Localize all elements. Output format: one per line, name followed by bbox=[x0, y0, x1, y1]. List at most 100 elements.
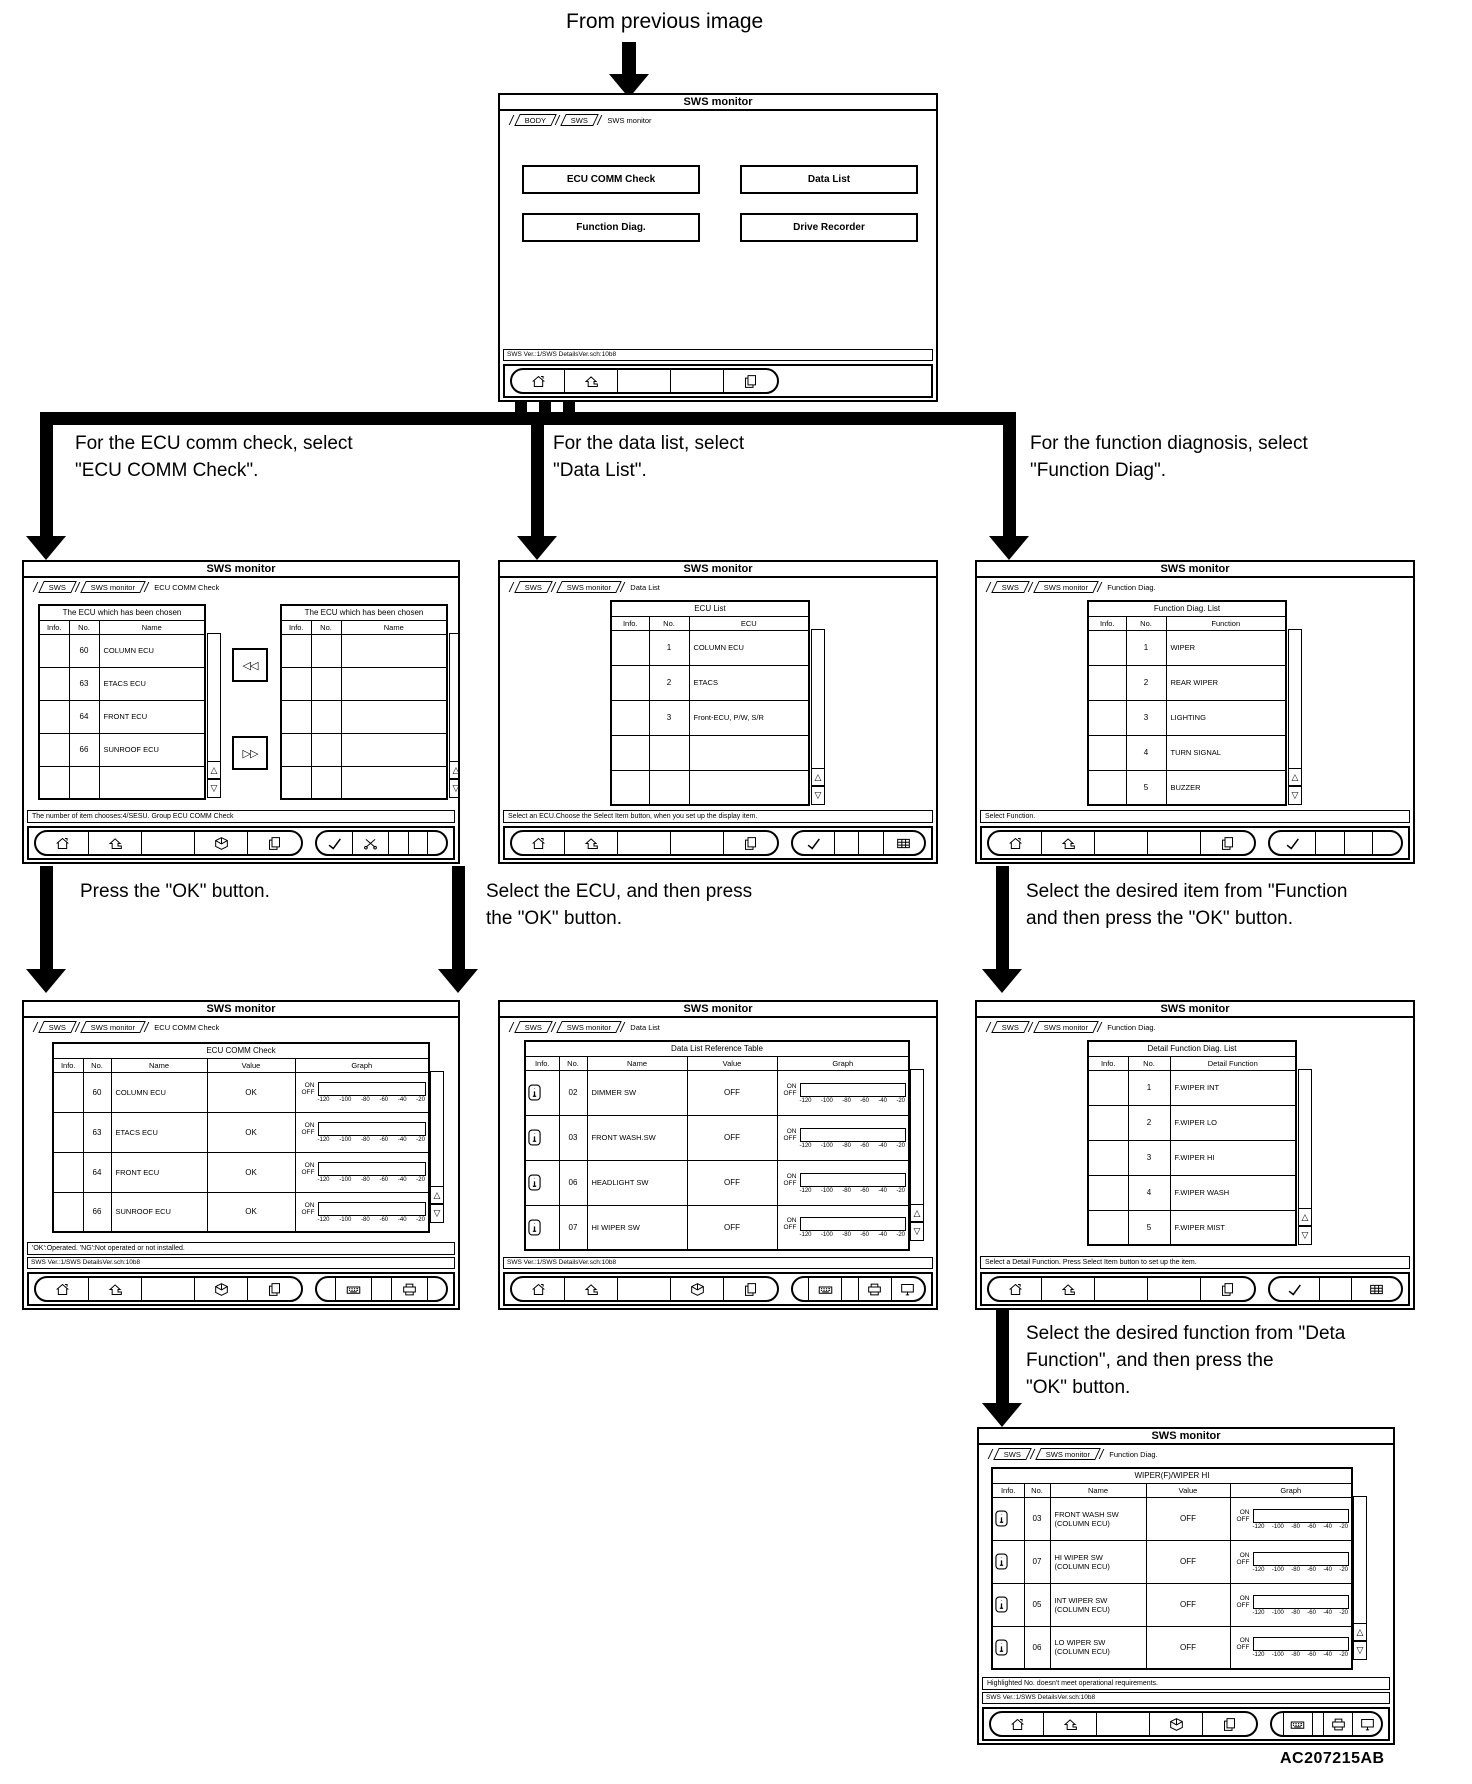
tab-sws[interactable]: SWS bbox=[991, 1021, 1030, 1033]
monitor-button[interactable] bbox=[892, 1278, 924, 1300]
info-button[interactable] bbox=[528, 1174, 557, 1191]
tab-sws[interactable]: SWS bbox=[514, 1021, 553, 1033]
send-button[interactable] bbox=[195, 1278, 248, 1300]
tab-sws-monitor[interactable]: SWS monitor bbox=[556, 1021, 623, 1033]
pages-button[interactable] bbox=[248, 832, 301, 854]
scroll-down-button[interactable]: ▽ bbox=[208, 779, 220, 797]
info-button[interactable] bbox=[528, 1084, 557, 1101]
scroll-down-button[interactable]: ▽ bbox=[450, 779, 458, 797]
scroll-up-button[interactable]: △ bbox=[208, 761, 220, 779]
menu-button-drive-recorder[interactable]: Drive Recorder bbox=[740, 213, 918, 242]
return-button[interactable] bbox=[1044, 1713, 1097, 1735]
pages-button[interactable] bbox=[1201, 832, 1254, 854]
info-button[interactable] bbox=[528, 1219, 557, 1236]
pages-button[interactable] bbox=[248, 1278, 301, 1300]
tab-sws-monitor[interactable]: SWS monitor bbox=[80, 581, 147, 593]
home-button[interactable] bbox=[512, 832, 565, 854]
home-button[interactable] bbox=[991, 1713, 1044, 1735]
send-button[interactable] bbox=[671, 1278, 724, 1300]
tab-sws-monitor[interactable]: SWS monitor bbox=[80, 1021, 147, 1033]
return-button[interactable] bbox=[1042, 832, 1095, 854]
item-table-button[interactable] bbox=[1352, 1278, 1401, 1300]
return-button[interactable] bbox=[1042, 1278, 1095, 1300]
tab-sws[interactable]: SWS bbox=[991, 581, 1030, 593]
ok-button[interactable] bbox=[793, 832, 835, 854]
transfer-right-button[interactable]: ▷▷ bbox=[232, 736, 268, 770]
info-button[interactable] bbox=[528, 1129, 557, 1146]
keyboard-button[interactable] bbox=[1284, 1713, 1313, 1735]
pages-button[interactable] bbox=[724, 832, 777, 854]
tab-sws[interactable]: SWS bbox=[38, 1021, 77, 1033]
info-button[interactable] bbox=[995, 1639, 1022, 1656]
home-button[interactable] bbox=[36, 1278, 89, 1300]
scroll-up-button[interactable]: △ bbox=[431, 1186, 443, 1204]
scroll-down-button[interactable]: ▽ bbox=[431, 1204, 443, 1222]
info-button[interactable] bbox=[995, 1510, 1022, 1527]
scroll-up-button[interactable]: △ bbox=[1354, 1623, 1366, 1641]
pages-button[interactable] bbox=[724, 1278, 777, 1300]
tab-sws[interactable]: SWS bbox=[514, 581, 553, 593]
info-button[interactable] bbox=[995, 1596, 1022, 1613]
return-button[interactable] bbox=[565, 1278, 618, 1300]
home-button[interactable] bbox=[512, 1278, 565, 1300]
send-button[interactable] bbox=[1150, 1713, 1203, 1735]
scroll-up-button[interactable]: △ bbox=[1299, 1208, 1311, 1226]
tab-sws-monitor[interactable]: SWS monitor bbox=[1033, 1021, 1100, 1033]
send-button[interactable] bbox=[195, 832, 248, 854]
return-button[interactable] bbox=[565, 370, 618, 392]
ok-button[interactable] bbox=[317, 832, 354, 854]
monitor-button[interactable] bbox=[1353, 1713, 1381, 1735]
printer-button[interactable] bbox=[1324, 1713, 1354, 1735]
scroll-up-button[interactable]: △ bbox=[1289, 768, 1301, 786]
scroll-down-button[interactable]: ▽ bbox=[911, 1222, 923, 1240]
tab-sws[interactable]: SWS bbox=[993, 1448, 1032, 1460]
printer-button[interactable] bbox=[859, 1278, 892, 1300]
transfer-left-button[interactable]: ◁◁ bbox=[232, 648, 268, 682]
scroll-up-button[interactable]: △ bbox=[911, 1204, 923, 1222]
ok-button[interactable] bbox=[1270, 832, 1316, 854]
tab-sws[interactable]: SWS bbox=[560, 114, 600, 126]
home-button[interactable] bbox=[989, 1278, 1042, 1300]
tab-body[interactable]: BODY bbox=[514, 114, 558, 126]
info-button[interactable] bbox=[995, 1553, 1022, 1570]
printer-button[interactable] bbox=[392, 1278, 428, 1300]
menu-button-function-diag[interactable]: Function Diag. bbox=[522, 213, 700, 242]
pages-button[interactable] bbox=[724, 370, 777, 392]
keyboard-button[interactable] bbox=[336, 1278, 373, 1300]
cancel-button[interactable] bbox=[353, 832, 390, 854]
tab-sws-monitor[interactable]: SWS monitor bbox=[1033, 581, 1100, 593]
return-button[interactable] bbox=[89, 1278, 142, 1300]
tab-sws-monitor[interactable]: SWS monitor bbox=[1035, 1448, 1102, 1460]
menu-button-ecu-comm-check[interactable]: ECU COMM Check bbox=[522, 165, 700, 194]
scroll-down-button[interactable]: ▽ bbox=[1299, 1226, 1311, 1244]
scroll-up-button[interactable]: △ bbox=[812, 768, 824, 786]
scroll-up-button[interactable]: △ bbox=[450, 761, 458, 779]
home-button[interactable] bbox=[512, 370, 565, 392]
tab-sws-monitor[interactable]: SWS monitor bbox=[556, 581, 623, 593]
scroll-down-button[interactable]: ▽ bbox=[1354, 1641, 1366, 1659]
scroll-down-button[interactable]: ▽ bbox=[1289, 786, 1301, 804]
scroll-down-button[interactable]: ▽ bbox=[812, 786, 824, 804]
item-table-button[interactable] bbox=[884, 832, 925, 854]
pages-button[interactable] bbox=[1203, 1713, 1256, 1735]
return-button[interactable] bbox=[89, 832, 142, 854]
tab-sws[interactable]: SWS bbox=[38, 581, 77, 593]
home-button[interactable] bbox=[989, 832, 1042, 854]
return-button[interactable] bbox=[565, 832, 618, 854]
ok-button[interactable] bbox=[1270, 1278, 1320, 1300]
